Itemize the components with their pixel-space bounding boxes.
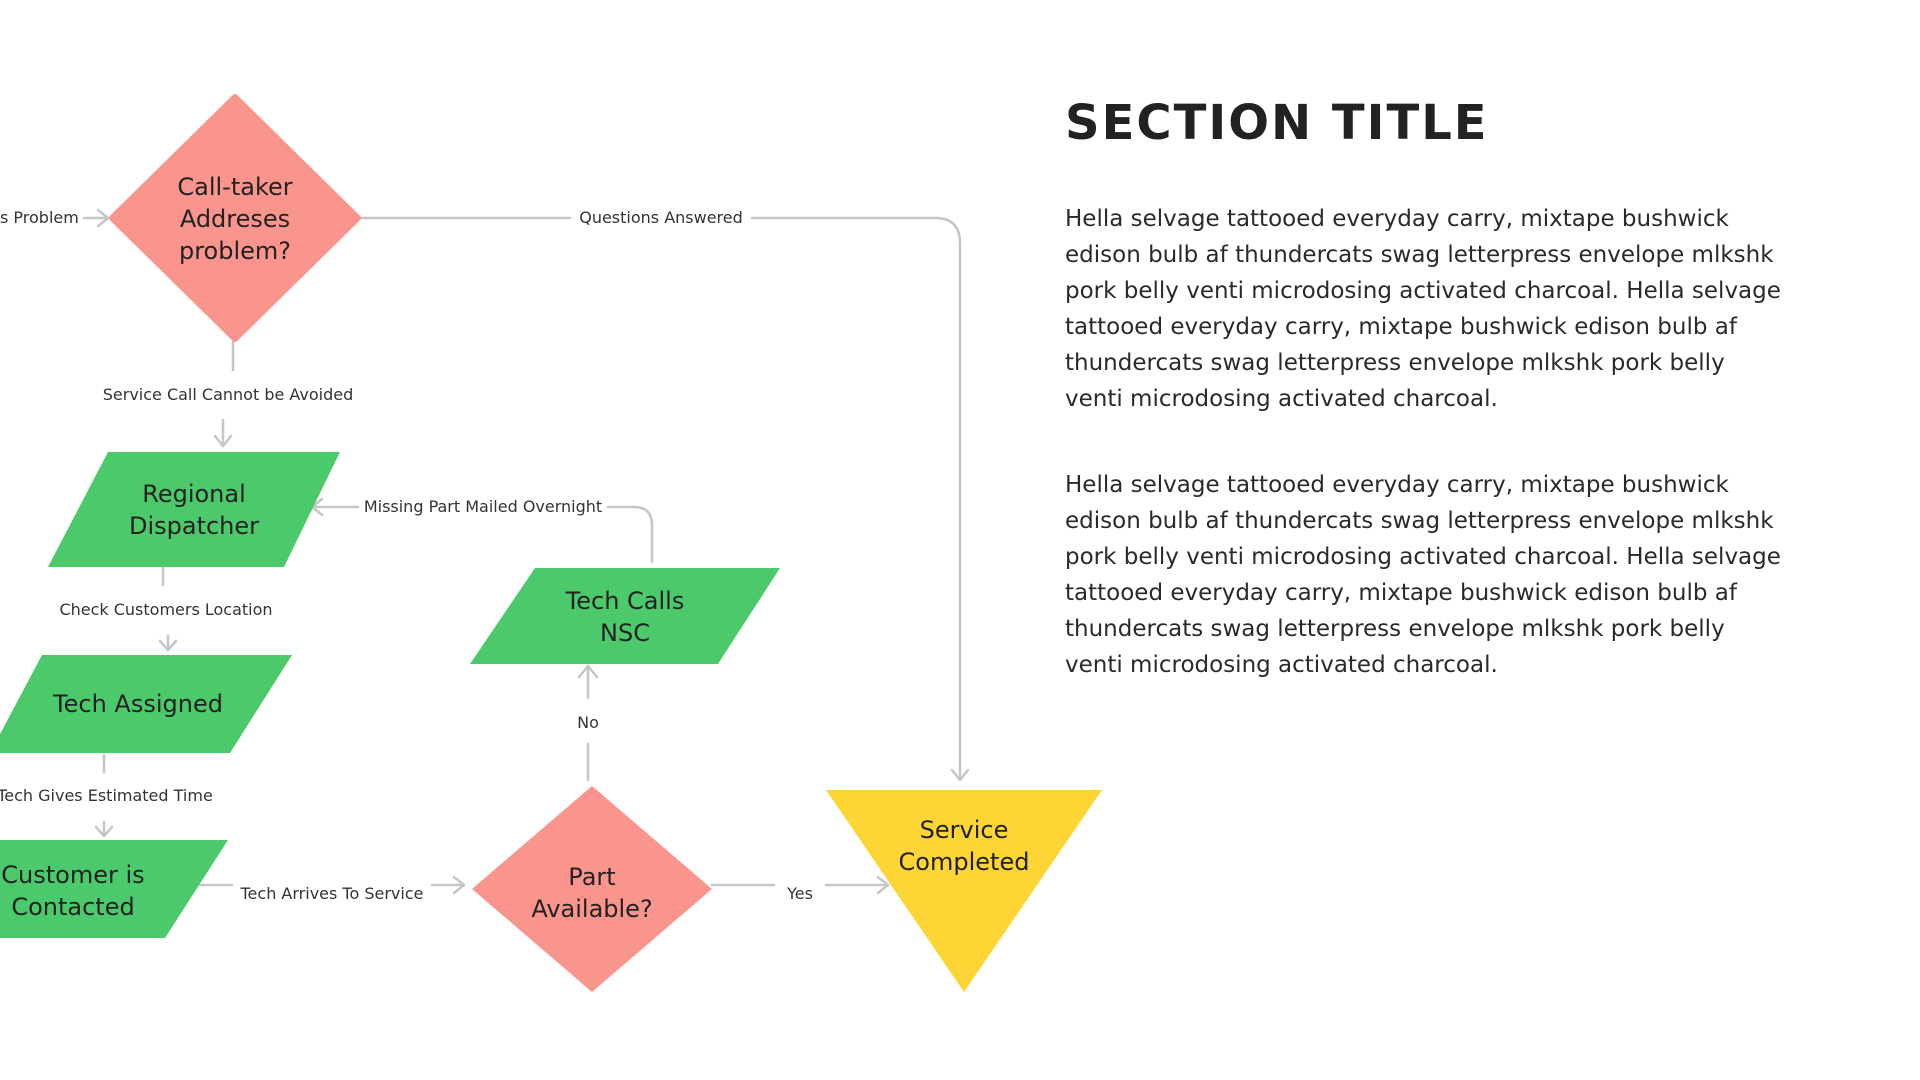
connector-missing-part-right (606, 505, 654, 564)
process-tech-calls-nsc-shape (470, 568, 780, 664)
edge-label-questions-answered: Questions Answered (579, 208, 743, 227)
terminal-service-completed-shape (826, 790, 1102, 992)
node-call-taker-line-2: Addreses (180, 205, 290, 233)
edge-label-tech-gives-estimated-time: Tech Gives Estimated Time (0, 786, 213, 805)
node-call-taker-line-1: Call-taker (177, 173, 292, 201)
arrowhead-problem-in (96, 208, 110, 228)
edge-label-service-call-cannot-be-avoided: Service Call Cannot be Avoided (103, 385, 354, 404)
node-call-taker-line-3: problem? (179, 237, 291, 265)
decision-call-taker-shape (109, 94, 361, 342)
node-customer-contacted-line-1: Customer is (1, 861, 144, 889)
nodes: Call-taker Addreses problem? Regional Di… (0, 94, 1102, 992)
node-service-completed-line-1: Service (920, 816, 1009, 844)
edge-label-yes: Yes (786, 884, 813, 903)
edge-label-missing-part-mailed-overnight: Missing Part Mailed Overnight (364, 497, 602, 516)
edge-label-check-customers-location: Check Customers Location (59, 600, 272, 619)
text-section: SECTION TITLE Hella selvage tattooed eve… (1065, 95, 1785, 733)
edge-label-problem-in: s Problem (0, 208, 79, 227)
section-paragraph-2: Hella selvage tattooed everyday carry, m… (1065, 472, 1781, 678)
arrowhead-estimated-time (94, 825, 114, 838)
node-part-available-line-2: Available? (531, 895, 652, 923)
section-title: SECTION TITLE (1065, 95, 1489, 151)
node-tech-calls-nsc-line-1: Tech Calls (565, 587, 685, 615)
decision-part-available-shape (472, 786, 712, 992)
node-tech-assigned-line-1: Tech Assigned (52, 690, 223, 718)
process-regional-dispatcher-shape (48, 452, 340, 567)
arrowhead-no (577, 664, 599, 679)
node-regional-dispatcher-line-2: Dispatcher (129, 512, 259, 540)
arrowhead-arrives (452, 875, 466, 895)
node-service-completed-line-2: Completed (899, 848, 1030, 876)
arrowhead-cannot-avoid (213, 434, 233, 448)
connector-questions-right (750, 216, 962, 782)
node-regional-dispatcher-line-1: Regional (142, 480, 246, 508)
node-tech-calls-nsc-line-2: NSC (600, 619, 650, 647)
edge-label-no: No (577, 713, 599, 732)
arrowhead-yes (876, 875, 890, 895)
section-paragraph-1: Hella selvage tattooed everyday carry, m… (1065, 206, 1781, 412)
edge-label-tech-arrives-to-service: Tech Arrives To Service (240, 884, 424, 903)
process-tech-assigned-shape (0, 655, 292, 753)
connectors (82, 208, 970, 895)
arrowhead-questions-answered (950, 768, 970, 782)
node-customer-contacted-line-2: Contacted (11, 893, 134, 921)
process-customer-contacted-shape (0, 840, 228, 938)
node-part-available-line-1: Part (568, 863, 615, 891)
arrowhead-check-location (158, 639, 178, 652)
edge-labels: s Problem Questions Answered Service Cal… (0, 208, 813, 903)
